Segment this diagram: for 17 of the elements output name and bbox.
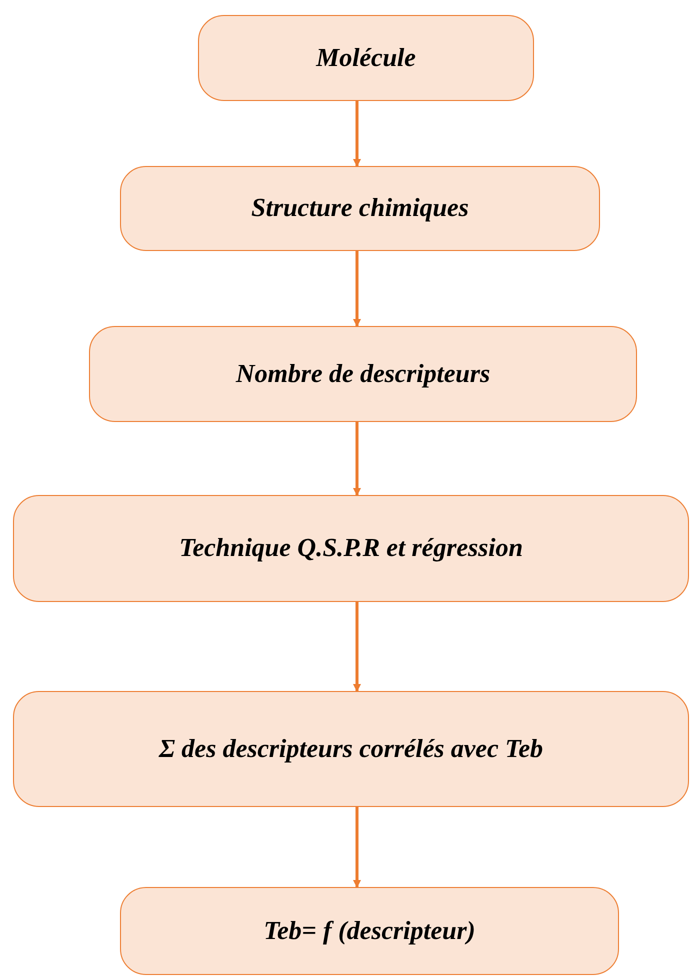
box-label: Σ des descripteurs corrélés avec Teb [158,732,544,765]
process-box [13,495,689,602]
box-label: Teb= f (descripteur) [264,914,476,947]
arrow [353,807,361,888]
box-label: Molécule [316,42,416,74]
process-box [13,691,689,807]
arrow [353,251,361,327]
box-label: Nombre de descripteurs [236,358,490,390]
process-box [120,887,619,975]
box-label: Structure chimiques [251,192,469,224]
arrow [353,602,361,692]
process-box [120,166,600,251]
box-label: Technique Q.S.P.R et régression [179,532,523,564]
arrow [353,422,361,496]
process-box [89,326,637,422]
process-box [198,15,534,101]
arrow [353,101,361,167]
